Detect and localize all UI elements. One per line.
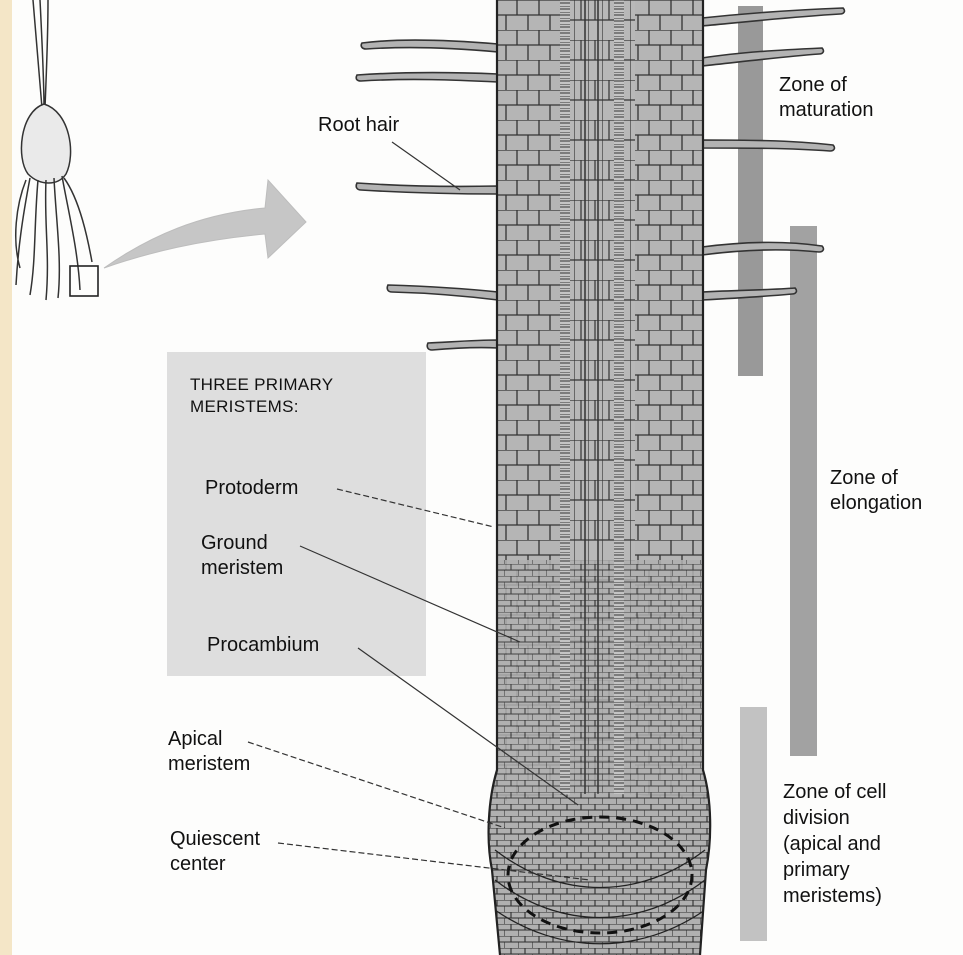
zone-cell-division-label: Zone of cell division (apical and primar… xyxy=(783,779,886,909)
ground-meristem-leader xyxy=(300,546,520,642)
apical-meristem-leader xyxy=(248,742,505,828)
root-hair-label: Root hair xyxy=(318,113,399,138)
magnified-region-marker xyxy=(70,266,98,296)
quiescent-center-label: Quiescent center xyxy=(170,827,260,877)
zone-elongation-label: Zone of elongation xyxy=(830,466,922,516)
protoderm-leader xyxy=(337,489,494,527)
magnify-arrow xyxy=(104,180,306,268)
root-hair-leader xyxy=(392,142,460,190)
zone-elongation-bar xyxy=(790,226,817,756)
zone-cell-division-bar xyxy=(740,707,767,941)
protoderm-label: Protoderm xyxy=(205,476,298,501)
procambium-label: Procambium xyxy=(207,633,319,658)
zone-maturation-label: Zone of maturation xyxy=(779,73,874,123)
ground-meristem-label: Ground meristem xyxy=(201,531,283,581)
apical-meristem-label: Apical meristem xyxy=(168,727,250,777)
onion-bulb-sketch xyxy=(16,0,92,300)
meristems-title: THREE PRIMARY MERISTEMS: xyxy=(190,374,333,418)
root-tip-body xyxy=(480,0,720,955)
